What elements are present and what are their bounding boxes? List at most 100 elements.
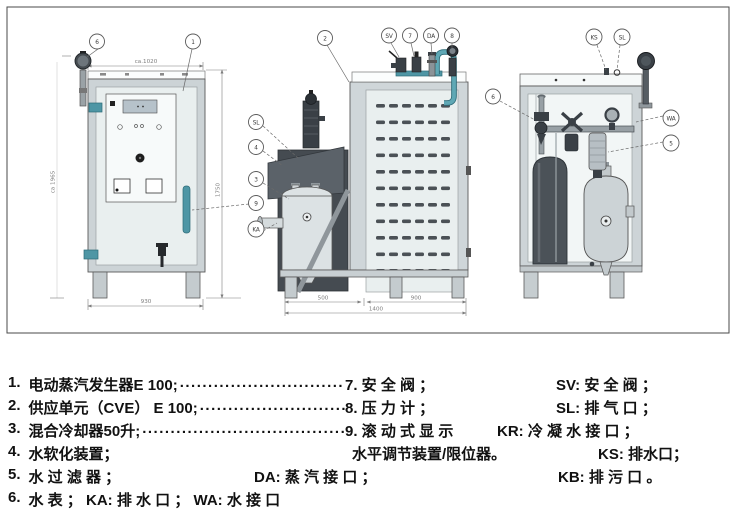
pressure-gauge — [446, 45, 459, 77]
legend-item-text: 9. 滚 动 式 显 示 — [345, 423, 454, 440]
legend-item-number: 5. — [8, 466, 21, 483]
water-softener-tank — [532, 156, 568, 265]
callout-7: 7 — [402, 27, 418, 57]
control-panel — [105, 93, 177, 203]
legend-item-number: 2. — [8, 397, 21, 414]
side-view: 2 SV 7 DA 8 — [191, 27, 471, 316]
legend-row-2: 2. 供应单元（CVE） E 100; ....................… — [0, 397, 739, 420]
figure-border-box — [6, 6, 730, 334]
top-pipework — [388, 45, 459, 106]
callout-5: 5 — [607, 134, 680, 153]
dim-side-right: 900 — [411, 296, 422, 302]
callout-6-front: 6 — [86, 33, 105, 58]
hand-lever — [637, 52, 655, 109]
leg — [284, 276, 298, 299]
water-meter-rear — [534, 94, 549, 155]
safety-valve — [388, 50, 407, 73]
ventilation-slots — [376, 104, 454, 274]
callout-sv: SV — [381, 27, 400, 58]
leg — [185, 271, 201, 299]
legend-item-text: 水平调节装置/限位器。 — [352, 446, 507, 463]
callout-9: 9 — [191, 195, 264, 211]
legend-row-4: 4. 水软化装置； 水平调节装置/限位器。 KS: 排水口； — [0, 443, 739, 466]
legend-item-text: SV: 安 全 阀 ； — [556, 377, 657, 394]
base-frame — [279, 269, 469, 278]
valve-manifold — [534, 94, 635, 262]
mixing-cooler-tank — [257, 183, 333, 284]
door-latch-upper — [88, 102, 103, 113]
side-dimensions: 500 900 1400 — [284, 296, 467, 316]
display-screen — [122, 99, 158, 114]
legend-item-text: 供应单元（CVE） E 100; — [28, 400, 198, 417]
cross-handle-valve — [560, 111, 584, 152]
callout-label: 6 — [95, 40, 99, 46]
dim-side-left: 500 — [318, 296, 329, 302]
supply-unit-cabinet — [349, 71, 471, 293]
dim-front-height-right: 1750 — [216, 182, 222, 197]
callout-ka: KA — [247, 220, 278, 238]
legend-item-number: 6. — [8, 489, 21, 506]
front-view: ca.1020 1750 ca 1965 930 — [50, 33, 241, 310]
filter-column — [302, 90, 325, 149]
legend-item-text: 8. 压 力 计 ； — [345, 400, 435, 417]
level-gauge — [182, 185, 191, 234]
legend-row-1: 1. 电动蒸汽发生器E 100; .......................… — [0, 374, 739, 397]
callout-label: 2 — [323, 36, 327, 42]
panel-switch — [110, 101, 115, 106]
callout-label: 7 — [408, 34, 412, 40]
drain-port — [604, 68, 609, 75]
callout-label: 9 — [254, 201, 258, 207]
callout-label: WA — [667, 116, 676, 122]
callout-da: DA — [423, 27, 439, 55]
callout-label: 4 — [254, 145, 258, 151]
callout-2: 2 — [317, 30, 350, 83]
callout-label: 3 — [254, 177, 258, 183]
callout-3: 3 — [248, 171, 290, 200]
water-filter — [588, 132, 607, 178]
legend-item-number: 3. — [8, 420, 21, 437]
technical-drawing: ca.1020 1750 ca 1965 930 — [6, 6, 730, 334]
callout-ks: KS — [585, 28, 607, 71]
callout-label: KS — [590, 35, 598, 41]
legend-item-text: DA: 蒸 汽 接 口 ； — [254, 469, 377, 486]
generator-cabinet — [83, 70, 206, 299]
legend-item-text: SL: 排 气 口 ； — [556, 400, 657, 417]
legend-row-3: 3. 混合冷却器50升; ...........................… — [0, 420, 739, 443]
callout-sl-side: SL — [248, 114, 299, 159]
callout-label: 5 — [669, 141, 673, 147]
rear-view: KS SL 6 WA 5 — [485, 28, 680, 299]
front-dimensions: ca.1020 1750 ca 1965 930 — [50, 55, 241, 310]
callout-1-front: 1 — [182, 33, 201, 92]
legend-row-6: 6. 水 表 ； KA: 排 水 口 ； WA: 水 接 口 — [0, 489, 739, 512]
leg — [451, 276, 465, 299]
dim-side-total: 1400 — [369, 307, 384, 313]
valve-7 — [411, 51, 422, 73]
dim-front-base: 930 — [141, 299, 152, 305]
leg — [609, 271, 625, 299]
vent-port — [613, 69, 621, 76]
legend-item-text: 7. 安 全 阀 ； — [345, 377, 435, 394]
drain-valve — [156, 243, 168, 267]
callout-label: 6 — [491, 95, 495, 101]
leg — [389, 276, 403, 299]
legend-item-number: 1. — [8, 374, 21, 391]
callout-label: 1 — [191, 40, 195, 46]
round-handle-valve — [604, 107, 620, 130]
legend-item-text: KR: 冷 凝 水 接 口 ； — [497, 423, 639, 440]
callout-label: KA — [252, 227, 259, 233]
callout-wa: WA — [635, 109, 680, 127]
legend-item-text: 混合冷却器50升; — [28, 423, 141, 440]
dim-front-height-left: ca 1965 — [51, 170, 57, 193]
callout-6-rear: 6 — [485, 88, 536, 121]
callout-label: SL — [253, 120, 260, 126]
leg — [523, 271, 539, 299]
legend-item-text: 电动蒸汽发生器E 100; — [28, 377, 178, 394]
legend-item-text: KS: 排水口； — [598, 446, 689, 463]
callout-4: 4 — [248, 139, 284, 167]
pressure-vessel — [583, 162, 635, 276]
callout-sl-rear: SL — [613, 28, 631, 71]
legend-row-5: 5. 水 过 滤 器 ； DA: 蒸 汽 接 口 ； KB: 排 污 口 。 — [0, 466, 739, 489]
dot-leader: ........................................… — [142, 420, 345, 437]
